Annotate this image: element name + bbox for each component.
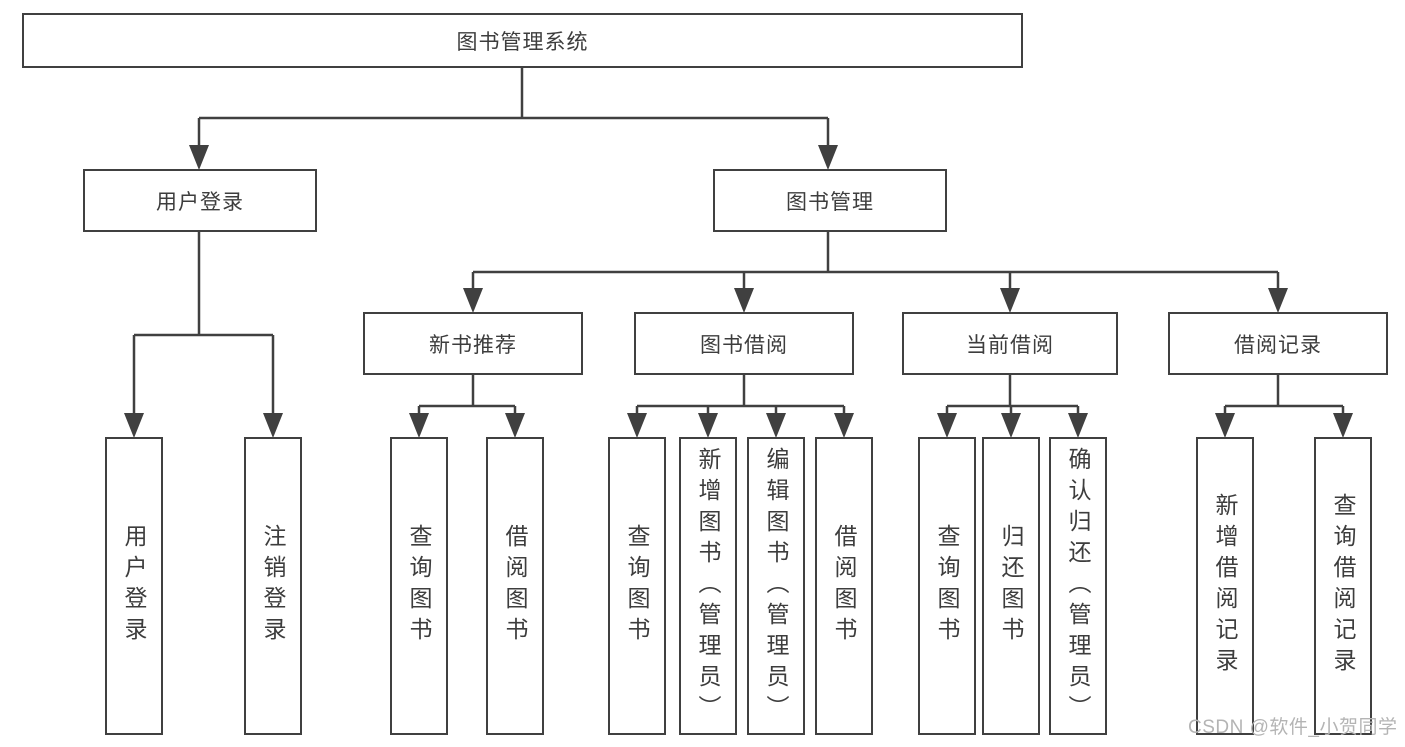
watermark: CSDN @软件_小贺同学 bbox=[1188, 717, 1398, 738]
node-query-books-borrowing: 查询图书 bbox=[608, 437, 666, 735]
node-new-book-recommendation: 新书推荐 bbox=[363, 312, 583, 375]
node-logout: 注销登录 bbox=[244, 437, 302, 735]
node-user-login: 用户登录 bbox=[83, 169, 317, 232]
node-add-books-admin: 新增图书（管理员） bbox=[679, 437, 737, 735]
node-query-books-current: 查询图书 bbox=[918, 437, 976, 735]
node-return-books: 归还图书 bbox=[982, 437, 1040, 735]
node-confirm-return-admin: 确认归还（管理员） bbox=[1049, 437, 1107, 735]
node-library-management-system: 图书管理系统 bbox=[22, 13, 1023, 68]
node-current-borrowing: 当前借阅 bbox=[902, 312, 1118, 375]
node-borrowing-records: 借阅记录 bbox=[1168, 312, 1388, 375]
node-user-login-leaf: 用户登录 bbox=[105, 437, 163, 735]
node-borrow-books-recommend: 借阅图书 bbox=[486, 437, 544, 735]
node-book-management: 图书管理 bbox=[713, 169, 947, 232]
node-edit-books-admin: 编辑图书（管理员） bbox=[747, 437, 805, 735]
node-borrow-books-borrowing: 借阅图书 bbox=[815, 437, 873, 735]
node-book-borrowing: 图书借阅 bbox=[634, 312, 854, 375]
node-add-borrow-record: 新增借阅记录 bbox=[1196, 437, 1254, 735]
node-query-books-recommend: 查询图书 bbox=[390, 437, 448, 735]
node-query-borrow-record: 查询借阅记录 bbox=[1314, 437, 1372, 735]
